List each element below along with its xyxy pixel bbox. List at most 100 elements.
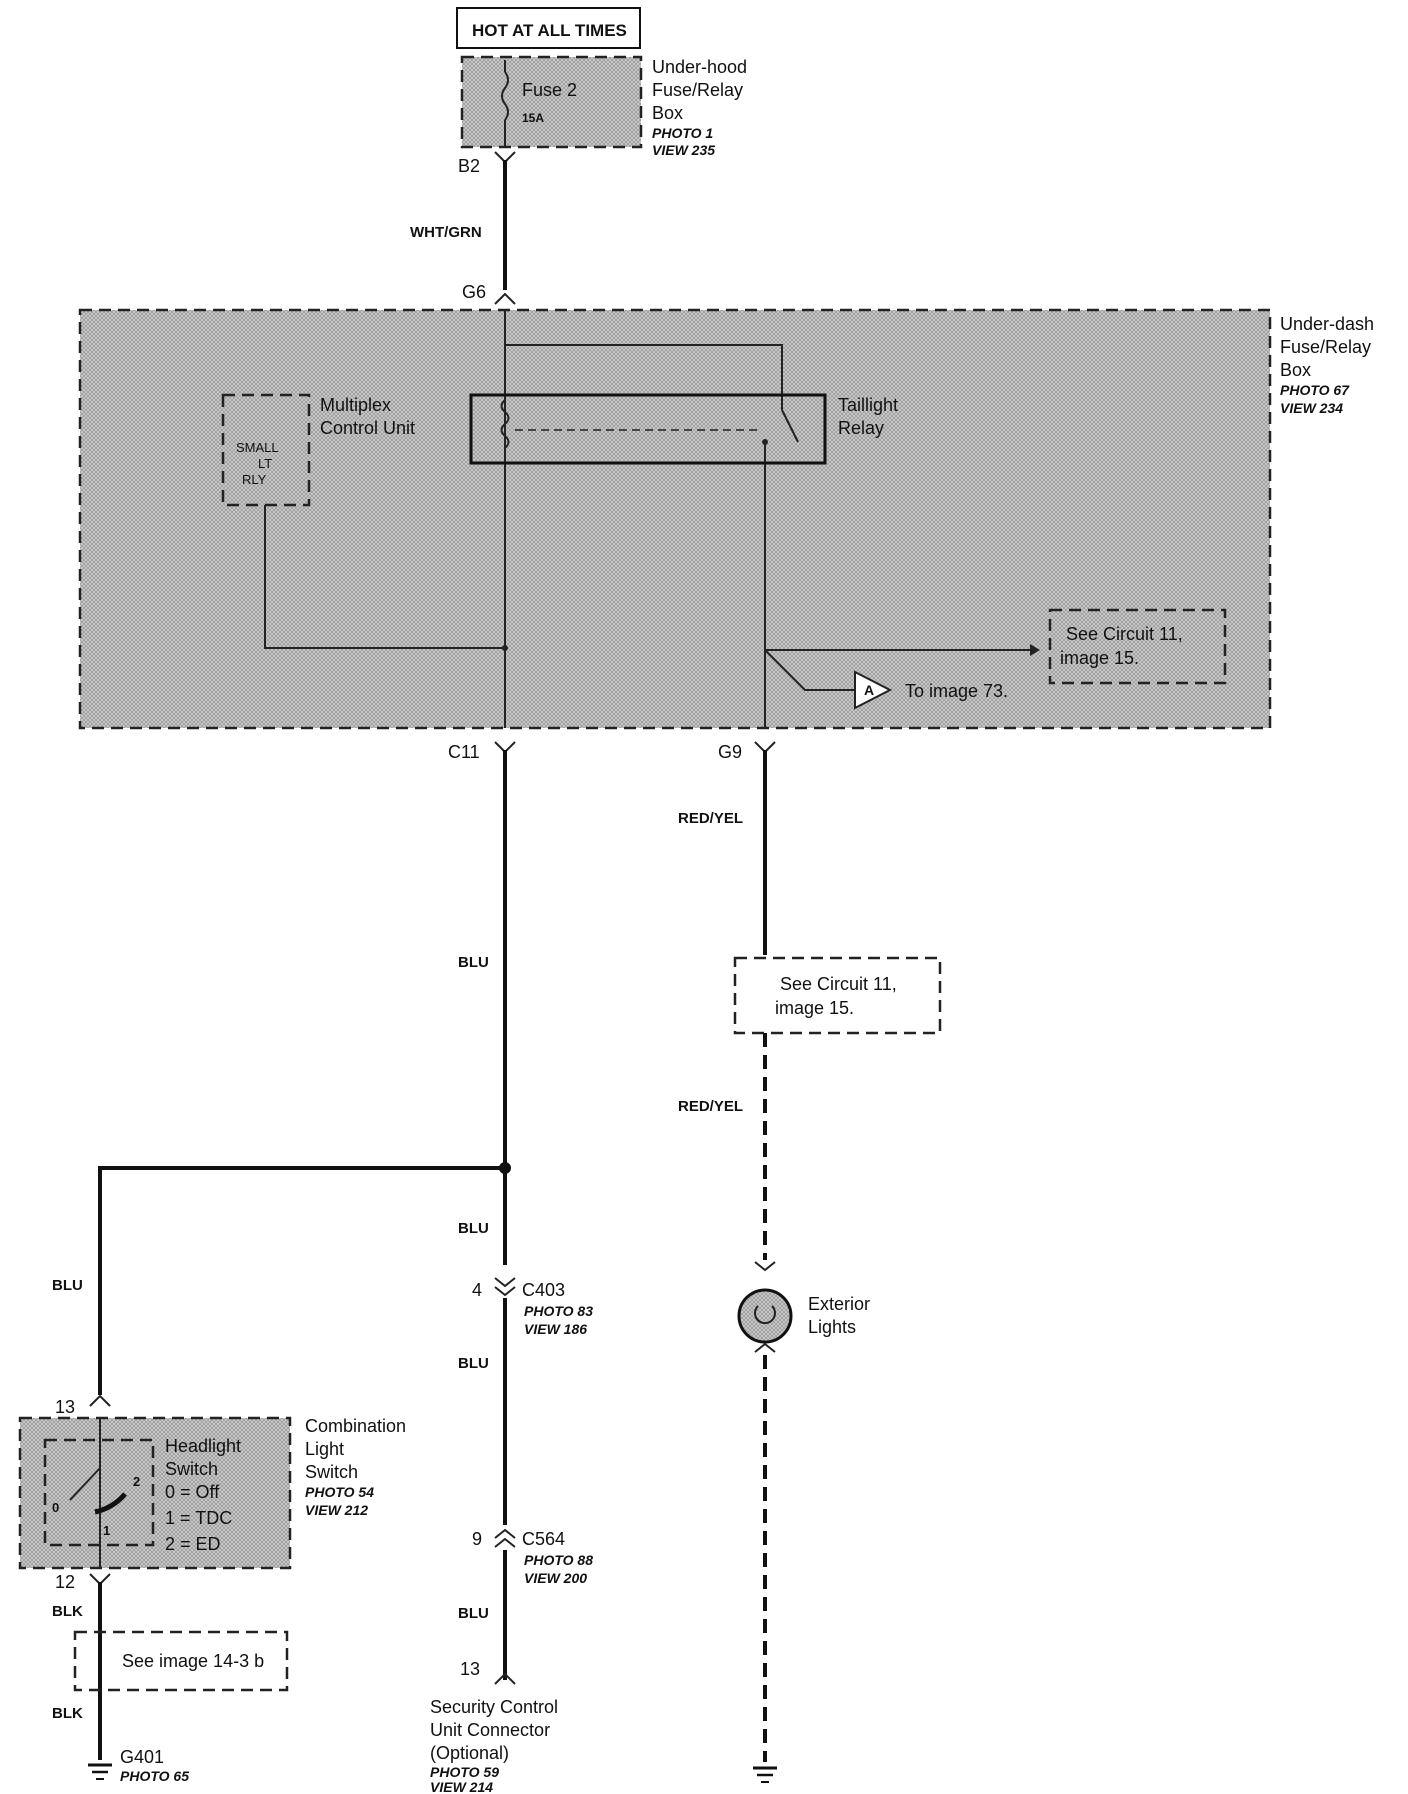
underdash-box-name-3: Box <box>1280 360 1311 380</box>
c403-view: VIEW 186 <box>524 1321 587 1337</box>
internal-wire-to-a <box>764 649 855 691</box>
see-image-14-label: See image 14-3 b <box>122 1651 264 1671</box>
relay-coil-icon <box>500 399 510 449</box>
wire-label-blu-4: BLU <box>458 1605 489 1622</box>
fuse-2-label: Fuse 2 <box>522 80 577 100</box>
exterior-lights-name-2: Lights <box>808 1317 856 1337</box>
power-source-label: HOT AT ALL TIMES <box>472 21 627 40</box>
see-circuit-inner-2: image 15. <box>1060 648 1139 668</box>
switch-text-4: 1 = TDC <box>165 1508 232 1528</box>
pin-13-bottom: 13 <box>460 1659 480 1679</box>
terminal-b2: B2 <box>458 156 480 176</box>
switch-name-1: Combination <box>305 1416 406 1436</box>
security-unit-photo: PHOTO 59 <box>430 1764 499 1780</box>
wire-label-blu-left: BLU <box>52 1277 83 1294</box>
combination-light-switch <box>20 1418 290 1568</box>
see-circuit-inner-1: See Circuit 11, <box>1066 624 1183 644</box>
terminal-c11: C11 <box>448 742 480 762</box>
connector-g6 <box>494 292 516 305</box>
switch-photo: PHOTO 54 <box>305 1484 374 1500</box>
wire-label-red-yel-1: RED/YEL <box>678 810 743 827</box>
see-circuit-middle-box <box>733 956 942 1035</box>
wire-label-blu-3: BLU <box>458 1355 489 1372</box>
ground-icon-right <box>753 1766 777 1783</box>
power-source-box <box>456 7 641 49</box>
mcu-pin-line-1: SMALL <box>236 440 279 455</box>
see-image-14-box <box>73 1630 289 1692</box>
c403-name: C403 <box>522 1280 565 1300</box>
switch-name-2: Light <box>305 1439 344 1459</box>
g401-photo: PHOTO 65 <box>120 1768 189 1784</box>
underhood-box-name-3: Box <box>652 103 683 123</box>
switch-text-1: Headlight <box>165 1436 241 1456</box>
pin-4: 4 <box>472 1280 482 1300</box>
security-unit-name-1: Security Control <box>430 1697 558 1717</box>
c564-photo: PHOTO 88 <box>524 1552 593 1568</box>
g401-name: G401 <box>120 1747 164 1767</box>
terminal-g9: G9 <box>718 742 742 762</box>
connector-switch-13 <box>89 1394 111 1407</box>
underdash-box-photo: PHOTO 67 <box>1280 382 1350 398</box>
wire-label-blk-2: BLK <box>52 1705 83 1722</box>
pin-13-top: 13 <box>55 1397 75 1417</box>
wire-label-blu-1: BLU <box>458 954 489 971</box>
security-unit-name-2: Unit Connector <box>430 1720 550 1740</box>
security-unit-view: VIEW 214 <box>430 1779 493 1794</box>
wire-label-blu-2: BLU <box>458 1220 489 1237</box>
mcu-pin-line-2: LT <box>258 456 272 471</box>
multiplex-control-unit <box>221 393 311 507</box>
switch-text-3: 0 = Off <box>165 1482 220 1502</box>
underdash-fuse-box <box>80 310 1270 728</box>
pin-12: 12 <box>55 1572 75 1592</box>
internal-wire-relay-feed <box>505 344 783 410</box>
see-circuit-inner-box <box>1048 608 1227 685</box>
switch-text-2: Switch <box>165 1459 218 1479</box>
connector-c564 <box>494 1528 516 1548</box>
to-image-label: To image 73. <box>905 681 1008 701</box>
switch-text-5: 2 = ED <box>165 1534 221 1554</box>
relay-contact-icon <box>781 409 799 443</box>
relay-name-1: Taillight <box>838 395 898 415</box>
underdash-box-view: VIEW 234 <box>1280 400 1343 416</box>
switch-pos-0: 0 <box>52 1500 59 1515</box>
switch-pos-2: 2 <box>133 1474 140 1489</box>
switch-name-3: Switch <box>305 1462 358 1482</box>
off-page-connector-a-symbol: A <box>864 682 874 698</box>
underhood-box-view: VIEW 235 <box>652 142 715 158</box>
underdash-box-name-2: Fuse/Relay <box>1280 337 1371 357</box>
underhood-fuse-box <box>462 57 641 147</box>
switch-view: VIEW 212 <box>305 1502 368 1518</box>
ground-icon-g401 <box>88 1763 112 1780</box>
off-page-connector-a <box>854 670 893 710</box>
switch-arm-icon <box>69 1467 101 1501</box>
fuse-2-rating: 15A <box>522 111 544 125</box>
mcu-name-1: Multiplex <box>320 395 391 415</box>
mcu-name-2: Control Unit <box>320 418 415 438</box>
relay-name-2: Relay <box>838 418 884 438</box>
c564-view: VIEW 200 <box>524 1570 587 1586</box>
c564-name: C564 <box>522 1529 565 1549</box>
c403-photo: PHOTO 83 <box>524 1303 593 1319</box>
mcu-pin-line-3: RLY <box>242 472 267 487</box>
connector-c403 <box>494 1277 516 1297</box>
see-circuit-middle-1: See Circuit 11, <box>780 974 897 994</box>
wire-label-blk-1: BLK <box>52 1603 83 1620</box>
fuse-2-symbol <box>501 71 509 121</box>
internal-wire-mcu <box>264 505 505 649</box>
see-circuit-middle-2: image 15. <box>775 998 854 1018</box>
terminal-g6: G6 <box>462 282 486 302</box>
wire-label-wht-grn: WHT/GRN <box>410 224 482 241</box>
underhood-box-name-2: Fuse/Relay <box>652 80 743 100</box>
taillight-relay <box>469 393 827 465</box>
underhood-box-name-1: Under-hood <box>652 57 747 77</box>
security-unit-name-3: (Optional) <box>430 1743 509 1763</box>
underhood-box-photo: PHOTO 1 <box>652 125 713 141</box>
pin-9: 9 <box>472 1529 482 1549</box>
underdash-box-name-1: Under-dash <box>1280 314 1374 334</box>
exterior-lights-name-1: Exterior <box>808 1294 870 1314</box>
switch-pos-1: 1 <box>103 1523 110 1538</box>
wire-blu-left <box>98 1166 505 1395</box>
exterior-lights-bulb-icon <box>737 1288 793 1344</box>
